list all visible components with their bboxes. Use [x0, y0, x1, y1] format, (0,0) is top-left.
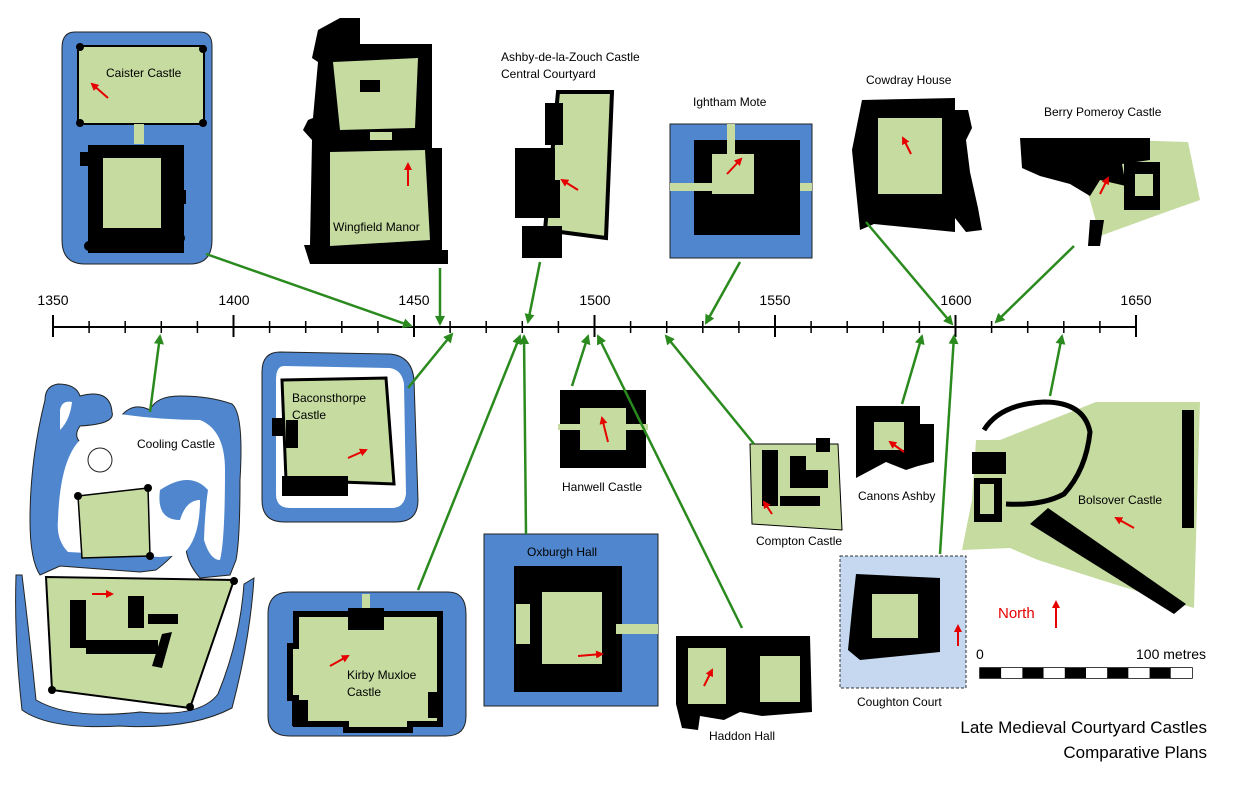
scale-end-label: 100 metres: [1136, 646, 1206, 662]
plan-berry-pomeroy: Berry Pomeroy Castle: [1020, 105, 1200, 246]
arrow-oxburgh: [519, 334, 530, 535]
arrow-cooling: [148, 334, 164, 413]
scale-segment: [1064, 668, 1086, 678]
label-wingfield-manor: Wingfield Manor: [333, 220, 420, 234]
plan-cowdray-house: Cowdray House: [852, 73, 982, 232]
plan-caister-castle: Caister Castle: [61, 31, 213, 265]
scale-segment: [1043, 668, 1065, 678]
year-label-1500: 1500: [579, 292, 610, 308]
label-cowdray-house: Cowdray House: [866, 73, 952, 87]
year-label-1400: 1400: [218, 292, 249, 308]
scale-bar-segments: [980, 668, 1192, 678]
plan-baconsthorpe-castle: Baconsthorpe Castle: [261, 351, 419, 523]
label-caister-castle: Caister Castle: [106, 66, 182, 80]
label-kirby-line2: Castle: [347, 685, 381, 699]
arrow-hanwell: [570, 334, 591, 387]
label-haddon-hall: Haddon Hall: [709, 729, 775, 743]
label-coughton-court: Coughton Court: [857, 695, 942, 709]
plan-kirby-muxloe: Kirby Muxloe Castle: [267, 591, 467, 737]
scale-segment: [1149, 668, 1171, 678]
plan-cooling-castle: Cooling Castle: [15, 383, 255, 728]
plan-coughton-court: Coughton Court: [839, 555, 967, 709]
arrow-coughton: [938, 334, 959, 555]
arrow-kirby-muxloe: [416, 334, 522, 591]
timeline: 1350 1400 1450 1500 1550 1600 1650: [37, 292, 1152, 337]
arrow-berry-pomeroy: [994, 245, 1075, 324]
plan-compton-castle: Compton Castle: [749, 438, 843, 548]
label-oxburgh-hall: Oxburgh Hall: [527, 545, 597, 559]
scale-segment: [1107, 668, 1129, 678]
label-compton-castle: Compton Castle: [756, 534, 842, 548]
scale-segment: [980, 668, 1002, 678]
label-baconsthorpe-line2: Castle: [292, 408, 326, 422]
label-canons-ashby: Canons Ashby: [858, 489, 935, 503]
year-label-1650: 1650: [1120, 292, 1151, 308]
timeline-ticks: [52, 315, 1137, 337]
arrow-haddon: [596, 334, 744, 629]
plan-hanwell-castle: Hanwell Castle: [558, 390, 648, 494]
scale-segment: [1170, 668, 1192, 678]
plan-wingfield-manor: Wingfield Manor: [303, 18, 448, 264]
north-indicator: North: [998, 600, 1060, 628]
arrow-ightham: [704, 261, 742, 325]
label-hanwell-castle: Hanwell Castle: [562, 480, 642, 494]
year-label-1450: 1450: [398, 292, 429, 308]
diagram-title: Late Medieval Courtyard Castles Comparat…: [960, 718, 1207, 762]
plan-ightham-mote: Ightham Mote: [669, 95, 813, 259]
label-kirby-line1: Kirby Muxloe: [347, 668, 417, 682]
title-line1: Late Medieval Courtyard Castles: [960, 718, 1207, 737]
arrow-ashby: [524, 261, 542, 324]
label-baconsthorpe-line1: Baconsthorpe: [292, 391, 366, 405]
scale-segment: [1022, 668, 1044, 678]
label-cooling-castle: Cooling Castle: [137, 437, 215, 451]
label-ightham-mote: Ightham Mote: [693, 95, 767, 109]
date-arrows: [148, 221, 1075, 629]
label-ashby-line1: Ashby-de-la-Zouch Castle: [501, 50, 640, 64]
plan-ashby-castle: Ashby-de-la-Zouch Castle Central Courtya…: [501, 50, 640, 258]
plan-bolsover-castle: Bolsover Castle: [962, 399, 1200, 614]
year-label-1550: 1550: [759, 292, 790, 308]
year-label-1350: 1350: [37, 292, 68, 308]
scale-segment: [1128, 668, 1150, 678]
arrow-canons-ashby: [900, 334, 925, 405]
label-berry-pomeroy: Berry Pomeroy Castle: [1044, 105, 1162, 119]
arrow-baconsthorpe: [407, 332, 454, 389]
arrow-cowdray: [865, 221, 954, 326]
scale-segment: [1001, 668, 1023, 678]
title-line2: Comparative Plans: [1063, 743, 1207, 762]
scale-bar: 0 100 metres: [976, 646, 1206, 679]
scale-start-label: 0: [976, 646, 984, 662]
arrow-bolsover: [1048, 334, 1066, 397]
scale-segment: [1086, 668, 1108, 678]
year-label-1600: 1600: [940, 292, 971, 308]
label-bolsover-castle: Bolsover Castle: [1078, 493, 1162, 507]
plan-haddon-hall: Haddon Hall: [676, 636, 812, 743]
north-label: North: [998, 605, 1035, 622]
arrow-caister: [205, 252, 413, 329]
plan-oxburgh-hall: Oxburgh Hall: [483, 533, 659, 707]
label-ashby-line2: Central Courtyard: [501, 67, 596, 81]
plan-canons-ashby: Canons Ashby: [856, 406, 935, 503]
arrow-compton: [664, 334, 755, 445]
